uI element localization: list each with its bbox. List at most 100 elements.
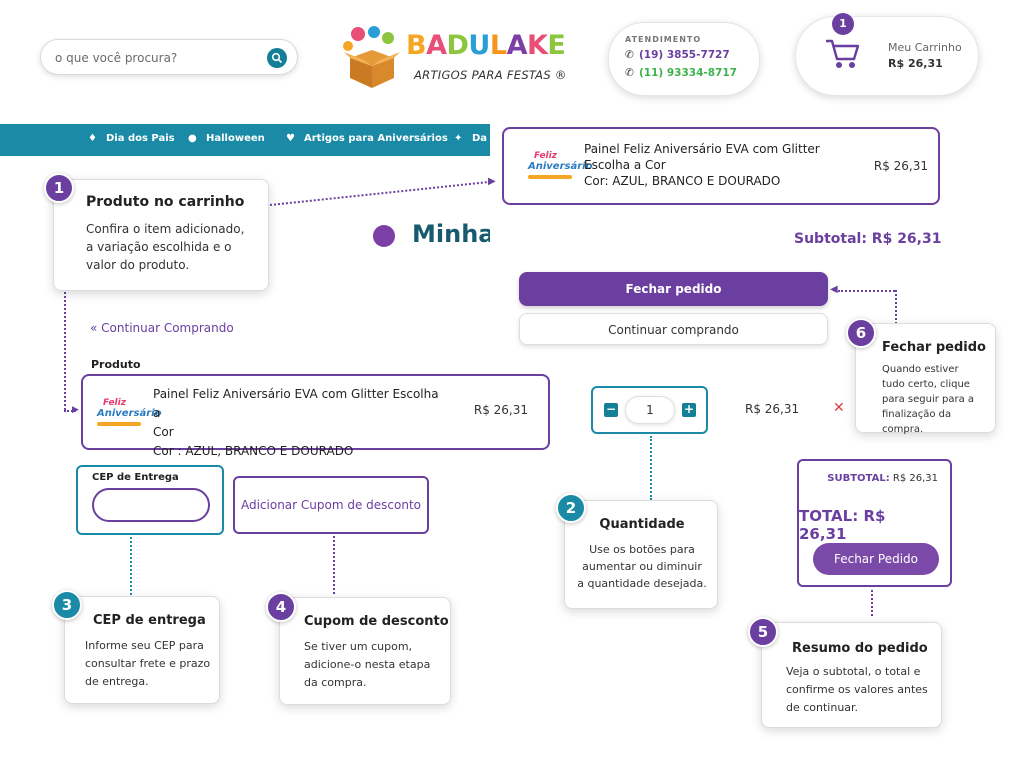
connector-6	[895, 290, 897, 324]
nav-item-more[interactable]: ✦Da	[454, 133, 487, 144]
brand-letter: K	[526, 30, 548, 61]
whatsapp-icon: ✆	[625, 67, 634, 79]
order-summary: SUBTOTAL: R$ 26,31 TOTAL: R$ 26,31 Fecha…	[797, 459, 952, 587]
callout-coupon: Cupom de desconto Se tiver um cupom, adi…	[279, 597, 451, 705]
support-contact: ATENDIMENTO ✆(19) 3855-7727 ✆ (11) 93334-…	[608, 22, 760, 96]
popup-item-variation: Cor: AZUL, BRANCO E DOURADO	[584, 174, 781, 188]
brand-letter: L	[489, 30, 507, 61]
callout-cart-product: Produto no carrinho Confira o item adici…	[53, 179, 269, 291]
connector-5	[871, 590, 873, 616]
popup-item-price: R$ 26,31	[873, 159, 928, 173]
callout-line: de continuar.	[786, 701, 859, 714]
search-bar[interactable]	[40, 39, 298, 75]
callout-quantity: Quantidade Use os botões para aumentar o…	[564, 500, 718, 609]
brand-tagline: ARTIGOS PARA FESTAS ®	[414, 68, 567, 82]
callout-title: Fechar pedido	[882, 340, 986, 355]
subtotal-label: SUBTOTAL:	[827, 473, 890, 484]
callout-line: confirme os valores antes	[786, 683, 928, 696]
step-badge-3: 3	[52, 590, 82, 620]
callout-line: adicione-o nesta etapa	[304, 658, 431, 671]
callout-line: Use os botões para	[589, 543, 695, 556]
callout-line: Confira o item adicionado,	[86, 222, 245, 236]
connector-1	[269, 180, 491, 206]
callout-desc: Confira o item adicionado, a variação es…	[86, 220, 244, 274]
product-name[interactable]: Painel Feliz Aniversário EVA com Glitter…	[153, 385, 443, 461]
step-badge-1: 1	[44, 173, 74, 203]
support-label: ATENDIMENTO	[625, 35, 702, 44]
callout-desc: Veja o subtotal, o total e confirme os v…	[786, 663, 928, 717]
quantity-stepper: − 1 +	[591, 386, 708, 434]
cart-widget[interactable]: 1 Meu Carrinho R$ 26,31	[795, 13, 979, 96]
callout-desc: Informe seu CEP para consultar frete e p…	[85, 637, 210, 691]
connector-1c	[64, 410, 76, 412]
brand-letter: B	[406, 30, 427, 61]
search-input[interactable]	[55, 48, 255, 68]
callout-summary: Resumo do pedido Veja o subtotal, o tota…	[761, 622, 942, 728]
popup-subtotal: Subtotal: R$ 26,31	[794, 231, 942, 247]
phone-number[interactable]: ✆(19) 3855-7727	[625, 49, 730, 61]
brand-logo[interactable]: BADULAKE ARTIGOS PARA FESTAS ®	[338, 24, 570, 90]
product-price: R$ 26,31	[473, 403, 528, 417]
remove-item-icon[interactable]: ✕	[833, 400, 845, 416]
step-badge-4: 4	[266, 592, 296, 622]
cart-value: R$ 26,31	[888, 57, 943, 70]
product-thumbnail: Feliz Aniversário	[526, 151, 592, 181]
arrow-left-icon: ◀	[830, 284, 838, 295]
gift-box-icon	[343, 26, 400, 88]
increase-quantity-button[interactable]: +	[682, 402, 696, 417]
brand-letter: D	[446, 30, 469, 61]
cart-label: Meu Carrinho	[888, 41, 962, 54]
summary-total: TOTAL: R$ 26,31	[799, 507, 886, 543]
callout-desc: Se tiver um cupom, adicione-o nesta etap…	[304, 638, 430, 692]
callout-line: a quantidade desejada.	[577, 577, 707, 590]
callout-title: Resumo do pedido	[792, 641, 928, 656]
decrease-quantity-button[interactable]: −	[604, 402, 618, 417]
summary-subtotal: SUBTOTAL: R$ 26,31	[827, 473, 938, 484]
nav-item-halloween[interactable]: ● Halloween	[188, 133, 265, 144]
callout-line: consultar frete e prazo	[85, 657, 211, 670]
product-thumbnail[interactable]: Feliz Aniversário	[95, 398, 161, 428]
brand-letter: A	[426, 30, 447, 61]
checkout-button[interactable]: Fechar Pedido	[813, 543, 939, 575]
callout-line: aumentar ou diminuir	[582, 560, 702, 573]
arrow-right-icon: ▶	[488, 176, 496, 187]
search-icon	[271, 52, 283, 64]
search-button[interactable]	[267, 48, 287, 68]
thumb-text: Aniversário	[97, 408, 162, 419]
phone-icon: ✆	[625, 49, 634, 61]
title-bullet	[373, 225, 395, 247]
product-column-header: Produto	[91, 358, 141, 371]
brand-letter: U	[468, 30, 490, 61]
subtotal-value: R$ 26,31	[892, 473, 938, 484]
thumb-swoosh	[528, 175, 572, 179]
continue-shopping-link[interactable]: « Continuar Comprando	[90, 321, 234, 335]
whatsapp-number[interactable]: ✆ (11) 93334-8717	[625, 67, 737, 79]
callout-line: finalização da compra.	[882, 409, 952, 435]
product-name-line: Cor	[153, 425, 174, 439]
nav-label: Dia dos Pais	[106, 133, 175, 144]
popup-item-line: Escolha a Cor	[584, 158, 666, 172]
callout-line: a variação escolhida e o	[86, 240, 232, 254]
connector-1b	[64, 292, 66, 410]
brand-name: BADULAKE	[406, 30, 566, 61]
pumpkin-icon: ●	[188, 133, 197, 144]
callout-desc: Quando estiver tudo certo, clique para s…	[882, 362, 995, 437]
quantity-input[interactable]: 1	[625, 396, 675, 424]
callout-desc: Use os botões para aumentar ou diminuir …	[565, 541, 719, 592]
shopping-cart-icon	[826, 39, 860, 68]
product-variation: Cor : AZUL, BRANCO E DOURADO	[153, 444, 354, 458]
zip-input[interactable]	[92, 488, 210, 522]
close-order-button[interactable]: Fechar pedido	[519, 272, 828, 306]
nav-label: Halloween	[206, 133, 265, 144]
connector-4	[333, 536, 335, 594]
nav-item-dia-dos-pais[interactable]: ♦Dia dos Pais	[88, 133, 175, 144]
popup-item-line: Painel Feliz Aniversário EVA com Glitter	[584, 142, 820, 156]
step-badge-5: 5	[748, 617, 778, 647]
zip-label: CEP de Entrega	[92, 472, 179, 483]
thumb-text: Aniversário	[528, 161, 593, 172]
nav-item-aniversarios[interactable]: ♥Artigos para Aniversários	[286, 133, 448, 144]
add-coupon-button[interactable]: Adicionar Cupom de desconto	[233, 476, 429, 534]
popup-cart-item: Feliz Aniversário Painel Feliz Aniversár…	[502, 127, 940, 205]
whatsapp-text: (11) 93334-8717	[639, 67, 737, 79]
continue-shopping-button[interactable]: Continuar comprando	[519, 313, 828, 345]
